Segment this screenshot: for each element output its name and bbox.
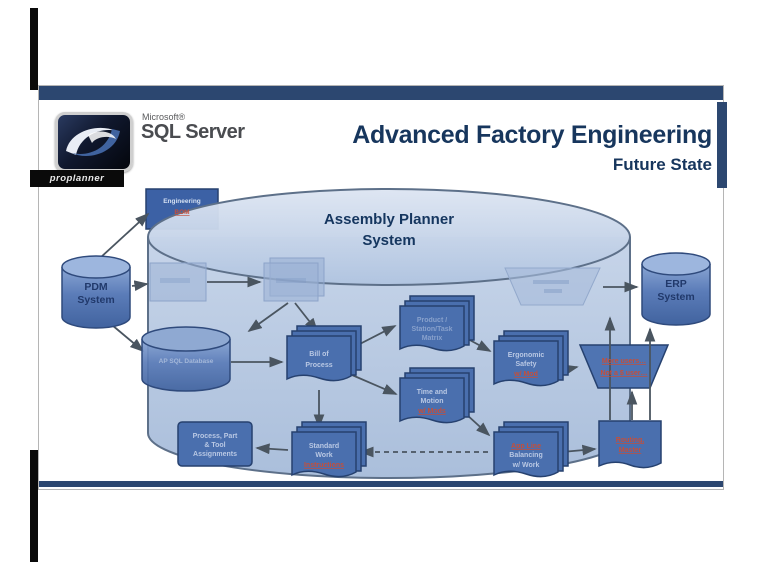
erp-label-line1: ERP	[665, 278, 687, 290]
ap-database-cylinder	[141, 326, 231, 392]
product-matrix-line3: Matrix	[422, 335, 443, 342]
header-navy-bar	[39, 86, 723, 100]
ghost-text-smudge	[160, 278, 190, 283]
slide-subtitle: Future State	[612, 155, 712, 174]
ergonomic-line2: Safety	[515, 361, 536, 368]
microsoft-label: Microsoft®	[142, 112, 186, 122]
process-part-line3: Assignments	[193, 451, 237, 458]
erp-cylinder	[641, 252, 711, 326]
swirl-icon	[66, 127, 120, 157]
connector-arrows	[99, 212, 639, 458]
pdm-cylinder	[61, 255, 131, 329]
proplanner-wordmark: proplanner	[30, 170, 124, 187]
routing-master-link-line2[interactable]: Master	[619, 447, 642, 454]
system-title-line1: Assembly Planner	[324, 211, 454, 228]
slide-title: Advanced Factory Engineering	[352, 121, 712, 149]
review-link-line1[interactable]: More users…	[602, 358, 646, 365]
standard-work-line1: Standard	[309, 443, 339, 450]
routing-master-doc	[598, 420, 662, 469]
standard-work-link[interactable]: Instructions	[304, 462, 344, 469]
line-balancing-link[interactable]: App Line	[511, 443, 541, 450]
ghost-box-b	[263, 257, 325, 302]
system-title-line2: System	[362, 232, 415, 249]
engineering-label: Engineering	[163, 198, 201, 205]
pdm-label-line1: PDM	[84, 281, 108, 293]
left-bottom-black-bar	[30, 450, 38, 562]
ergonomic-link[interactable]: w/ Mod	[513, 371, 538, 378]
process-part-line1: Process, Part	[193, 433, 238, 440]
time-motion-line2: Motion	[421, 398, 444, 405]
time-motion-line1: Time and	[417, 389, 448, 396]
ghost-trapezoid	[504, 267, 601, 306]
ghost-box-a	[149, 262, 207, 302]
process-part-tool-box	[177, 421, 253, 467]
erp-label-line2: System	[657, 291, 694, 303]
ap-database-label: AP SQL Database	[159, 358, 214, 365]
process-part-line2: & Tool	[204, 442, 225, 449]
line-balancing-line3: w/ Work	[512, 462, 540, 469]
pdm-label-line2: System	[77, 294, 114, 306]
left-top-black-bar	[30, 8, 38, 90]
ergonomic-line1: Ergonomic	[508, 352, 545, 359]
bill-of-process-line1: Bill of	[309, 351, 329, 358]
right-navy-bar	[717, 102, 727, 188]
product-matrix-line2: Station/Task	[411, 326, 452, 333]
standard-work-line2: Work	[315, 452, 332, 459]
engineering-bom-link[interactable]: BOM	[174, 209, 189, 216]
footer-navy-bar	[39, 481, 723, 487]
line-balancing-line2: Balancing	[509, 452, 542, 459]
time-motion-link[interactable]: w/ Mods	[417, 408, 446, 415]
sql-server-label: SQL Server	[141, 121, 245, 143]
routing-master-link-line1[interactable]: Routing,	[616, 437, 644, 444]
bill-of-process-line2: Process	[305, 362, 332, 369]
riser-arrows	[604, 316, 656, 420]
product-matrix-line1: Product /	[417, 317, 447, 324]
review-link-line2[interactable]: Not a $ user…	[600, 370, 647, 377]
